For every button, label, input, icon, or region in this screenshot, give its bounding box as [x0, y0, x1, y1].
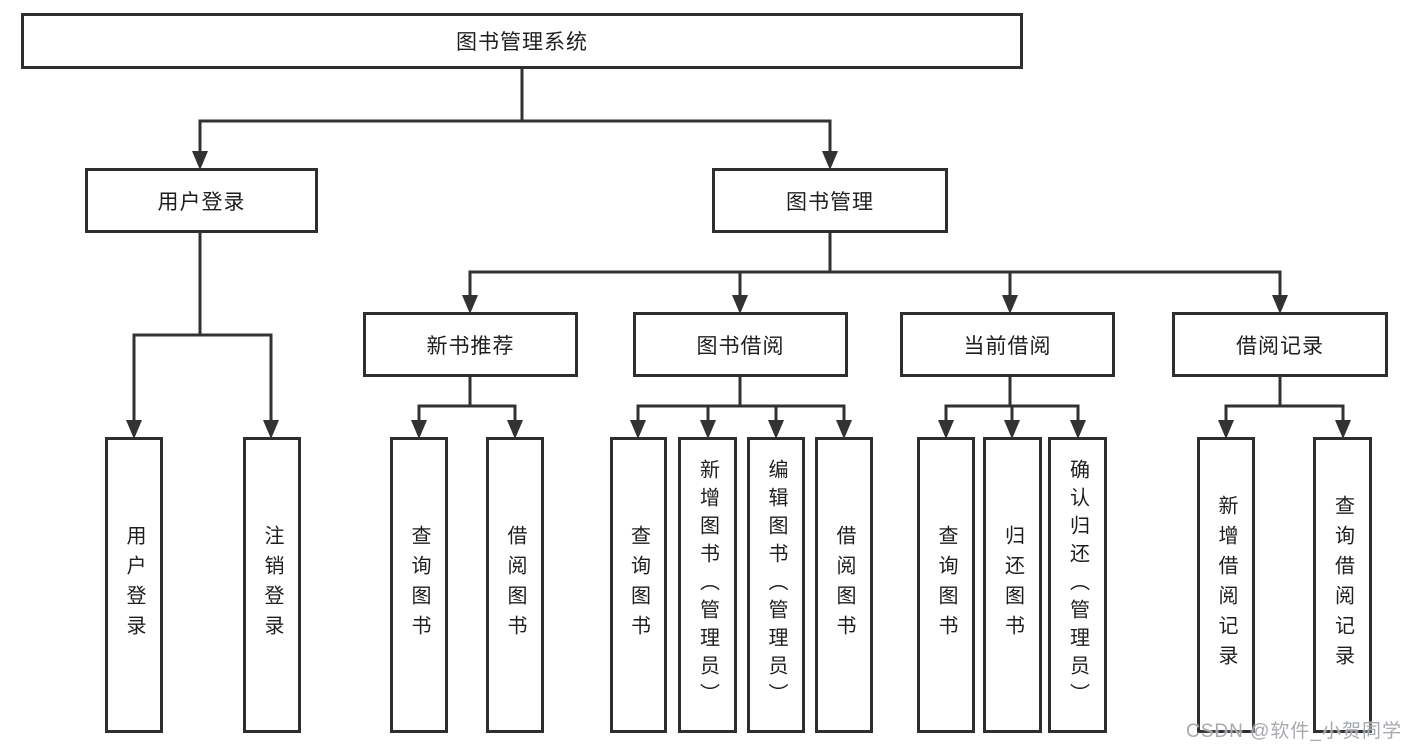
- leaf-confirm-return-admin: 确认归还（管理员）: [1048, 437, 1107, 733]
- leaf-query-books-recommend: 查询图书: [390, 437, 448, 733]
- leaf-borrow-books: 借阅图书: [815, 437, 873, 733]
- node-label: 图书管理系统: [456, 31, 588, 54]
- leaf-query-books-borrow: 查询图书: [610, 437, 667, 733]
- leaf-add-borrow-record: 新增借阅记录: [1197, 437, 1255, 733]
- node-current-borrow: 当前借阅: [900, 312, 1115, 377]
- node-label: 查询图书: [408, 525, 430, 645]
- node-label: 新书推荐: [426, 334, 515, 358]
- node-label: 用户登录: [123, 525, 145, 645]
- node-label: 借阅图书: [833, 525, 855, 645]
- connector-new-book-recommend-to-leaves: [411, 377, 523, 439]
- node-label: 查询图书: [935, 525, 957, 645]
- leaf-query-borrow-record: 查询借阅记录: [1313, 437, 1372, 733]
- node-label: 查询图书: [627, 525, 650, 645]
- leaf-return-books: 归还图书: [983, 437, 1042, 733]
- node-label: 确认归还（管理员）: [1066, 459, 1089, 711]
- leaf-query-books-current: 查询图书: [917, 437, 975, 733]
- node-label: 新增借阅记录: [1215, 495, 1237, 675]
- connector-root-to-level1: [192, 69, 838, 170]
- node-label: 借阅图书: [504, 525, 526, 645]
- node-label: 图书借阅: [696, 334, 785, 358]
- node-label: 图书管理: [786, 190, 874, 214]
- watermark: CSDN @软件_小贺同学: [1186, 721, 1402, 742]
- node-user-login: 用户登录: [85, 168, 318, 233]
- node-new-book-recommend: 新书推荐: [363, 312, 578, 377]
- node-label: 注销登录: [261, 525, 283, 645]
- leaf-edit-books-admin: 编辑图书（管理员）: [747, 437, 805, 733]
- connector-user-login-to-leaves: [126, 233, 279, 439]
- leaf-add-books-admin: 新增图书（管理员）: [678, 437, 737, 733]
- leaf-user-login: 用户登录: [105, 437, 163, 733]
- node-borrow-records: 借阅记录: [1172, 312, 1388, 377]
- leaf-borrow-books-recommend: 借阅图书: [486, 437, 544, 733]
- connector-book-borrow-to-leaves: [630, 377, 852, 439]
- connector-borrow-records-to-leaves: [1218, 377, 1351, 439]
- connector-book-management-to-level2: [462, 233, 1288, 314]
- node-label: 新增图书（管理员）: [696, 459, 719, 711]
- node-book-borrow: 图书借阅: [633, 312, 848, 377]
- node-label: 归还图书: [1001, 525, 1024, 645]
- leaf-logout: 注销登录: [243, 437, 301, 733]
- node-label: 当前借阅: [963, 334, 1052, 358]
- node-label: 查询借阅记录: [1331, 495, 1354, 675]
- node-library-management-system: 图书管理系统: [21, 13, 1023, 69]
- connector-current-borrow-to-leaves: [938, 377, 1086, 439]
- node-label: 用户登录: [157, 190, 246, 214]
- node-label: 编辑图书（管理员）: [765, 459, 787, 711]
- node-label: 借阅记录: [1236, 334, 1324, 358]
- node-book-management: 图书管理: [712, 168, 948, 233]
